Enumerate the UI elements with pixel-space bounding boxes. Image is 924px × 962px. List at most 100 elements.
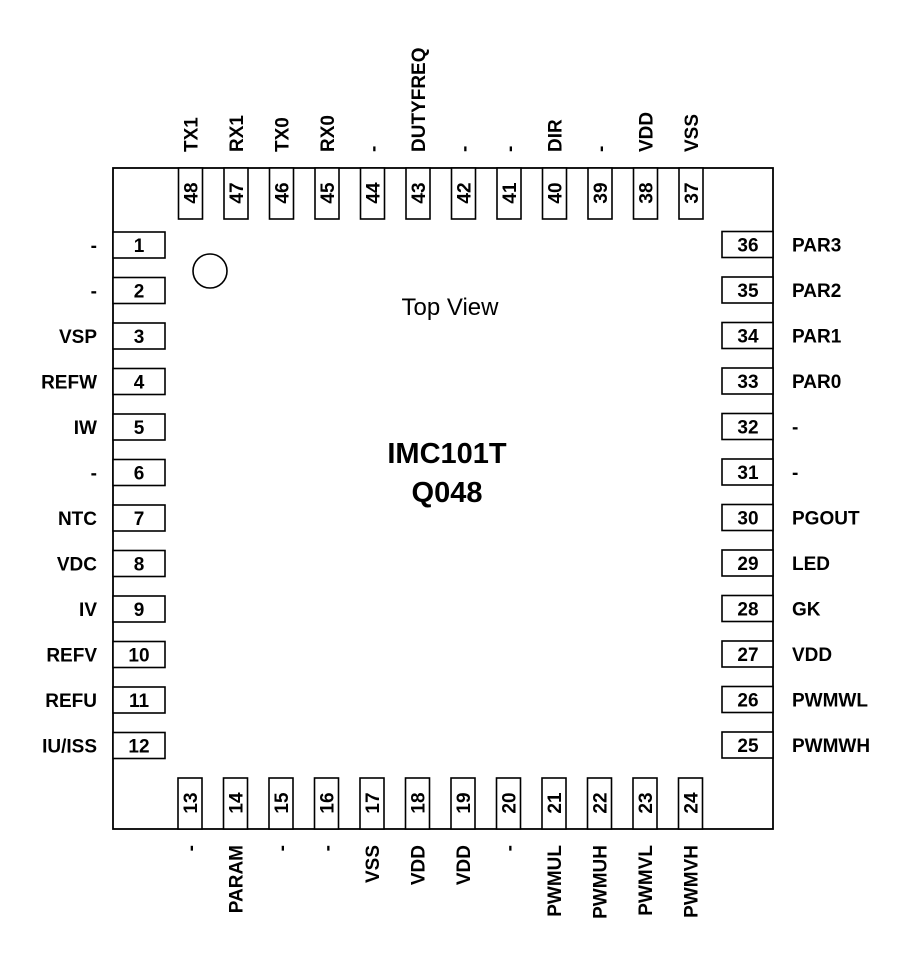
pin-number: 34 [737,327,759,348]
pin-name: - [91,282,97,303]
pin-box [721,549,774,577]
pin-box [112,731,166,760]
pin-box [222,777,249,830]
pin-name: VDD [792,645,832,666]
pin-name: VSS [363,845,384,883]
pin-box [721,458,774,486]
pin-name: - [455,146,476,152]
pin-name: - [500,146,521,152]
pin-box [721,731,774,759]
pin-number: 23 [636,792,657,813]
pin-name: PWMUL [545,845,566,917]
pin-number: 46 [273,182,294,203]
pin-box [268,167,295,220]
pin-11: 11 REFU [45,686,166,714]
pin-name: IU/ISS [42,737,97,758]
pin-box [268,777,294,830]
pin-name: PWMWL [792,691,868,712]
pin-name: VDD [454,845,475,885]
pin-name: - [318,845,339,851]
pin-number: 43 [409,182,430,203]
pin-number: 33 [737,372,758,393]
pin-number: 5 [134,418,145,439]
pin-box [677,777,704,830]
pin-name: - [91,236,97,257]
pin-44: 44- [359,146,386,220]
pin-number: 17 [363,792,384,813]
pin-41: 41 - [496,146,522,220]
pin-number: 36 [737,236,758,257]
pin-number: 48 [182,182,203,203]
pin-name: - [91,464,97,485]
pin-42: 42- [450,146,477,220]
pin-box [587,167,613,220]
pin-name: PWMVH [682,845,703,918]
pin-number: 16 [318,792,339,813]
pin-name: PAR0 [792,372,841,393]
pin-number: 11 [129,691,150,712]
pin-name: IW [74,418,97,439]
pin-box [721,412,774,441]
pin-number: 45 [318,182,339,204]
pin-box [495,777,522,830]
pin-number: 7 [134,509,145,530]
pin-7: 7 NTC [58,504,166,532]
pin-28: 28 GK [721,594,821,623]
pin-box [112,640,166,669]
pin-number: 41 [500,182,521,204]
pin1-marker [192,253,228,289]
pin-name: - [792,418,798,439]
pin-15: 15- [268,777,294,851]
pin-name: NTC [58,509,97,530]
pin-box [586,777,613,830]
pin-box [112,686,166,714]
pin-number: 28 [737,600,758,621]
pin-number: 4 [134,373,145,394]
pin-number: 20 [500,792,521,813]
pin-box [223,167,249,220]
pin-box [678,167,704,220]
pin-name: - [500,845,521,851]
pin-name: VDD [409,845,430,885]
pin-number: 2 [134,282,145,303]
pin-16: 16 - [313,777,340,851]
pin-name: PWMVL [636,845,657,916]
pin-name: REFU [45,691,97,712]
pin-box [541,777,567,830]
pin-name: VDD [637,112,658,152]
pin-name: DIR [546,119,567,152]
pin-number: 37 [682,182,703,203]
pin-box [721,503,774,532]
pin-name: PARAM [227,845,248,913]
pin-box [450,777,476,830]
pin-20: 20 - [495,777,522,851]
pin-box [112,231,166,259]
pin-box [721,367,774,395]
pin-9: 9IV [79,595,166,623]
pin-box [313,777,340,830]
pin-name: GK [792,600,821,621]
pin-box [112,413,166,441]
pin-box [496,167,522,220]
pin-number: 18 [409,792,430,813]
pin-13: 13- [177,777,203,851]
pin-number: 14 [227,792,248,814]
pin-2: 2- [91,276,166,305]
